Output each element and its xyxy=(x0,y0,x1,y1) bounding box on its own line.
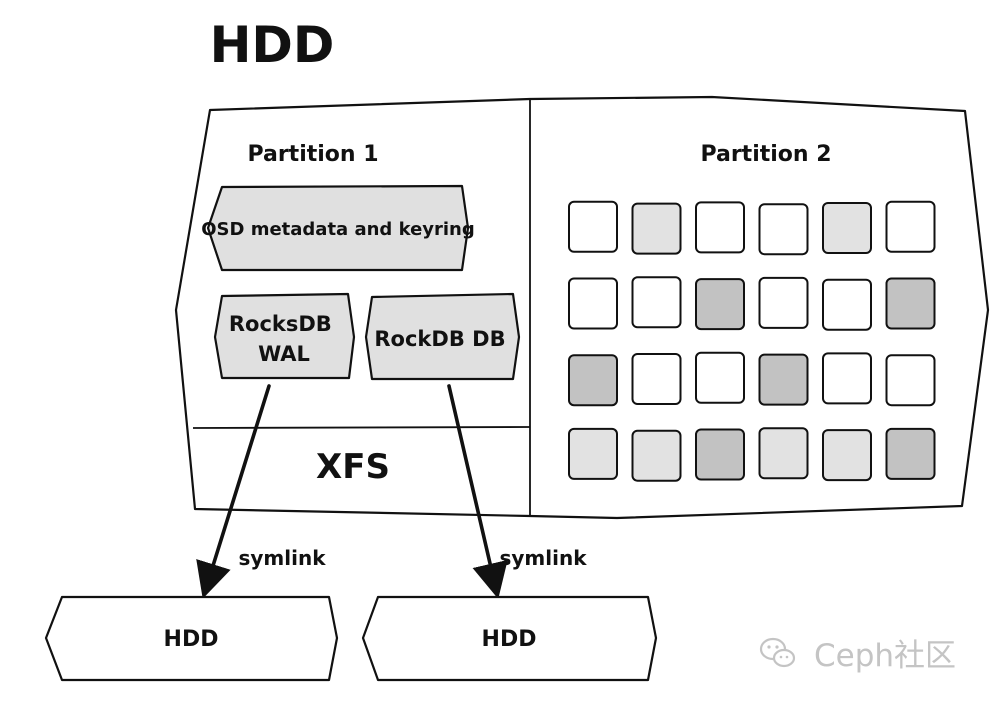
grid-block-r3-c5 xyxy=(822,352,872,405)
grid-block-r2-c5 xyxy=(822,278,872,331)
rocksdb-wal-line-2: WAL xyxy=(258,342,310,366)
grid-block-r3-c2 xyxy=(631,353,682,405)
grid-block-r2-c2 xyxy=(631,276,682,329)
xfs-label: XFS xyxy=(316,447,390,487)
external-hdd-label-2: HDD xyxy=(482,627,537,652)
grid-block-r4-c2 xyxy=(631,429,682,482)
osd-metadata-label: OSD metadata and keyring xyxy=(201,219,475,240)
grid-block-r1-c4 xyxy=(758,203,809,256)
grid-block-r2-c6 xyxy=(885,277,936,330)
grid-block-r3-c3 xyxy=(695,351,745,404)
grid-block-r3-c6 xyxy=(885,354,936,407)
watermark-text: Ceph社区 xyxy=(814,638,956,674)
grid-block-r2-c3 xyxy=(695,278,745,331)
grid-block-r2-c4 xyxy=(758,276,809,329)
xfs-divider xyxy=(192,426,531,429)
grid-block-r4-c5 xyxy=(822,429,872,482)
arrow-wal-to-hdd xyxy=(196,384,271,599)
grid-block-r1-c3 xyxy=(695,201,745,254)
rocksdb-wal-box xyxy=(213,292,356,380)
rocksdb-wal-label: RocksDB WAL xyxy=(229,312,339,366)
partition-2-block-grid xyxy=(568,200,936,482)
grid-block-r1-c5 xyxy=(822,202,872,254)
grid-block-r1-c2 xyxy=(631,202,682,255)
rocksdb-wal-line-1: RocksDB xyxy=(229,312,332,336)
arrow-db-to-hdd xyxy=(447,384,508,600)
diagram-title: HDD xyxy=(210,16,335,74)
external-hdd-box-1 xyxy=(44,595,339,682)
grid-block-r3-c1 xyxy=(568,354,618,407)
symlink-label-1: symlink xyxy=(238,546,326,570)
external-hdd-label-1: HDD xyxy=(164,627,219,652)
grid-block-r1-c6 xyxy=(885,200,936,253)
partition-1-label: Partition 1 xyxy=(247,142,378,167)
grid-block-r1-c1 xyxy=(568,200,618,253)
wechat-icon xyxy=(759,637,796,668)
partition-2-label: Partition 2 xyxy=(700,142,831,167)
grid-block-r3-c4 xyxy=(758,353,809,406)
rockdb-db-label: RockDB DB xyxy=(374,327,505,351)
grid-block-r4-c3 xyxy=(695,428,745,481)
grid-block-r4-c1 xyxy=(568,427,618,480)
grid-block-r2-c1 xyxy=(568,277,618,330)
grid-block-r4-c4 xyxy=(758,427,809,480)
grid-block-r4-c6 xyxy=(885,427,936,480)
external-hdd-box-2 xyxy=(361,595,658,682)
osd-metadata-box xyxy=(206,184,470,272)
rockdb-db-box xyxy=(364,292,521,381)
symlink-label-2: symlink xyxy=(499,546,587,570)
